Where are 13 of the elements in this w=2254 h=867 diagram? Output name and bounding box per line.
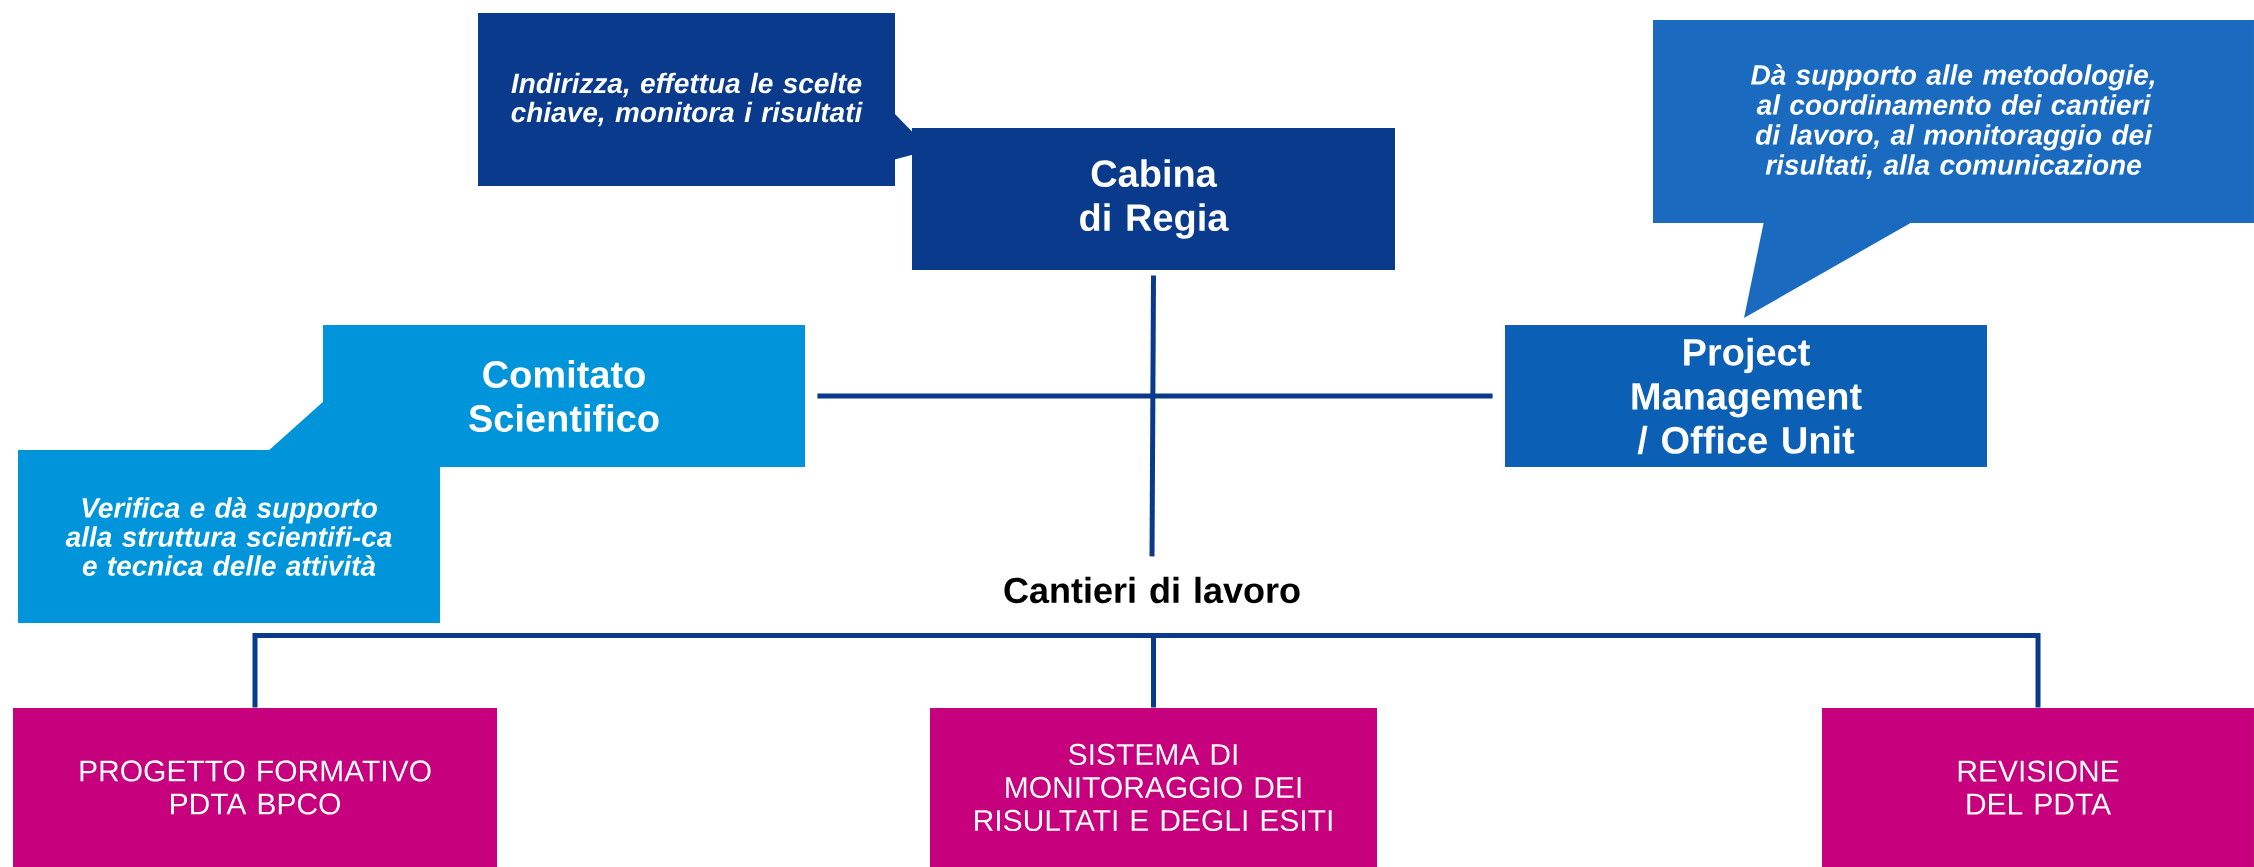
connector-line bbox=[817, 393, 1493, 399]
connector-line bbox=[1150, 633, 1156, 708]
org-box: Project Management / Office Unit bbox=[1505, 325, 1987, 467]
org-box: Cabina di Regia bbox=[912, 128, 1395, 270]
speech-bubble: Indirizza, effettua le scelte chiave, monitora i risultati bbox=[478, 13, 930, 186]
group-heading: Cantieri di lavoro bbox=[1004, 576, 1300, 604]
work-stream-box: PROGETTO FORMATIVO PDTA BPCO bbox=[13, 708, 497, 867]
work-stream-box: SISTEMA DI MONITORAGGIO DEI RISULTATI E DEGLI ESITI bbox=[930, 708, 1377, 867]
work-stream-box: REVISIONE DEL PDTA bbox=[1822, 708, 2254, 867]
speech-bubble: Verifica e dà supporto alla struttura scientifi-ca e tecnica delle attività bbox=[18, 340, 440, 623]
speech-bubble: Dà supporto alle metodologie, al coordinamento dei cantieri di lavoro, al monitoraggio dei risultati, alla comunicazione bbox=[1653, 20, 2254, 318]
connector-line bbox=[252, 633, 1152, 708]
connector-line bbox=[1149, 275, 1156, 557]
